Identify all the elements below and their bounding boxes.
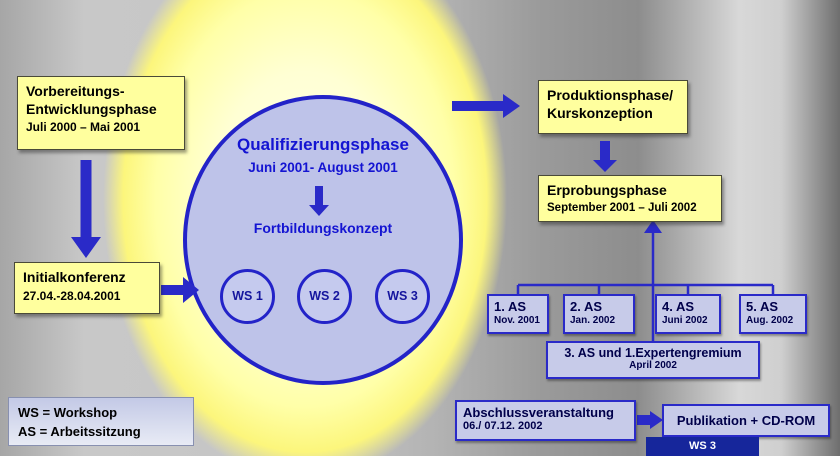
fortbildungskonzept-label: Fortbildungskonzept	[253, 220, 393, 236]
produktion-line2: Kurskonzeption	[547, 104, 653, 121]
legend-line1: WS = Workshop	[18, 405, 118, 420]
ws3-circle: WS 3	[375, 269, 430, 324]
publikation-title: Publikation + CD-ROM	[676, 413, 816, 428]
ws2-circle: WS 2	[297, 269, 352, 324]
legend-box: WS = Workshop AS = Arbeitssitzung	[8, 397, 194, 446]
vorbereitung-line1: Vorbereitungs-	[26, 83, 125, 99]
session-2-label: 2. AS	[570, 299, 603, 314]
down-arrow-vorbereitung	[71, 160, 101, 258]
session-box-1: 1. AS Nov. 2001	[487, 294, 549, 334]
session-5-label: 5. AS	[746, 299, 779, 314]
session-4-label: 4. AS	[662, 299, 695, 314]
vorbereitungsphase-box: Vorbereitungs- Entwicklungsphase Juli 20…	[17, 76, 185, 150]
session-box-4: 4. AS Juni 2002	[655, 294, 721, 334]
vorbereitung-date: Juli 2000 – Mai 2001	[26, 120, 141, 134]
right-arrow-publikation	[637, 411, 663, 429]
erprobung-date: September 2001 – Juli 2002	[547, 201, 697, 214]
session-box-5: 5. AS Aug. 2002	[739, 294, 807, 334]
session-box-2: 2. AS Jan. 2002	[563, 294, 635, 334]
ws2-label: WS 2	[309, 289, 340, 303]
erprobung-title: Erprobungsphase	[547, 182, 667, 198]
publikation-box: Publikation + CD-ROM	[662, 404, 830, 437]
footer-tag: WS 3	[646, 437, 759, 456]
vorbereitung-line2: Entwicklungsphase	[26, 100, 157, 117]
session-3-date: April 2002	[629, 360, 677, 371]
session-5-date: Aug. 2002	[746, 315, 794, 327]
qualifizierungsphase-circle: Qualifizierungsphase Juni 2001- August 2…	[183, 95, 463, 385]
abschluss-title: Abschlussveranstaltung	[463, 405, 614, 420]
ws1-label: WS 1	[232, 289, 263, 303]
session-box-3-expertengremium: 3. AS und 1.Expertengremium April 2002	[546, 341, 760, 379]
session-tree-connector	[516, 231, 775, 342]
erprobungsphase-box: Erprobungsphase September 2001 – Juli 20…	[538, 175, 722, 222]
session-4-date: Juni 2002	[662, 315, 708, 327]
down-arrow-erprobung	[593, 141, 617, 172]
produktion-line1: Produktionsphase/	[547, 87, 674, 103]
qualifizierungsphase-title: Qualifizierungsphase	[237, 135, 409, 154]
session-1-label: 1. AS	[494, 299, 527, 314]
legend-line2: AS = Arbeitssitzung	[18, 423, 141, 439]
session-2-date: Jan. 2002	[570, 315, 616, 327]
abschluss-date: 06./ 07.12. 2002	[463, 420, 543, 432]
initialkonferenz-date: 27.04.-28.04.2001	[23, 288, 121, 303]
produktionsphase-box: Produktionsphase/ Kurskonzeption	[538, 80, 688, 134]
ws3-label: WS 3	[387, 289, 418, 303]
ws1-circle: WS 1	[220, 269, 275, 324]
qualifizierungsphase-date: Juni 2001- August 2001	[248, 160, 398, 175]
session-3-title: 3. AS und 1.Expertengremium	[564, 346, 742, 360]
session-1-date: Nov. 2001	[494, 315, 540, 327]
abschlussveranstaltung-box: Abschlussveranstaltung 06./ 07.12. 2002	[455, 400, 636, 441]
initialkonferenz-box: Initialkonferenz 27.04.-28.04.2001	[14, 262, 160, 314]
initialkonferenz-title: Initialkonferenz	[23, 269, 126, 285]
